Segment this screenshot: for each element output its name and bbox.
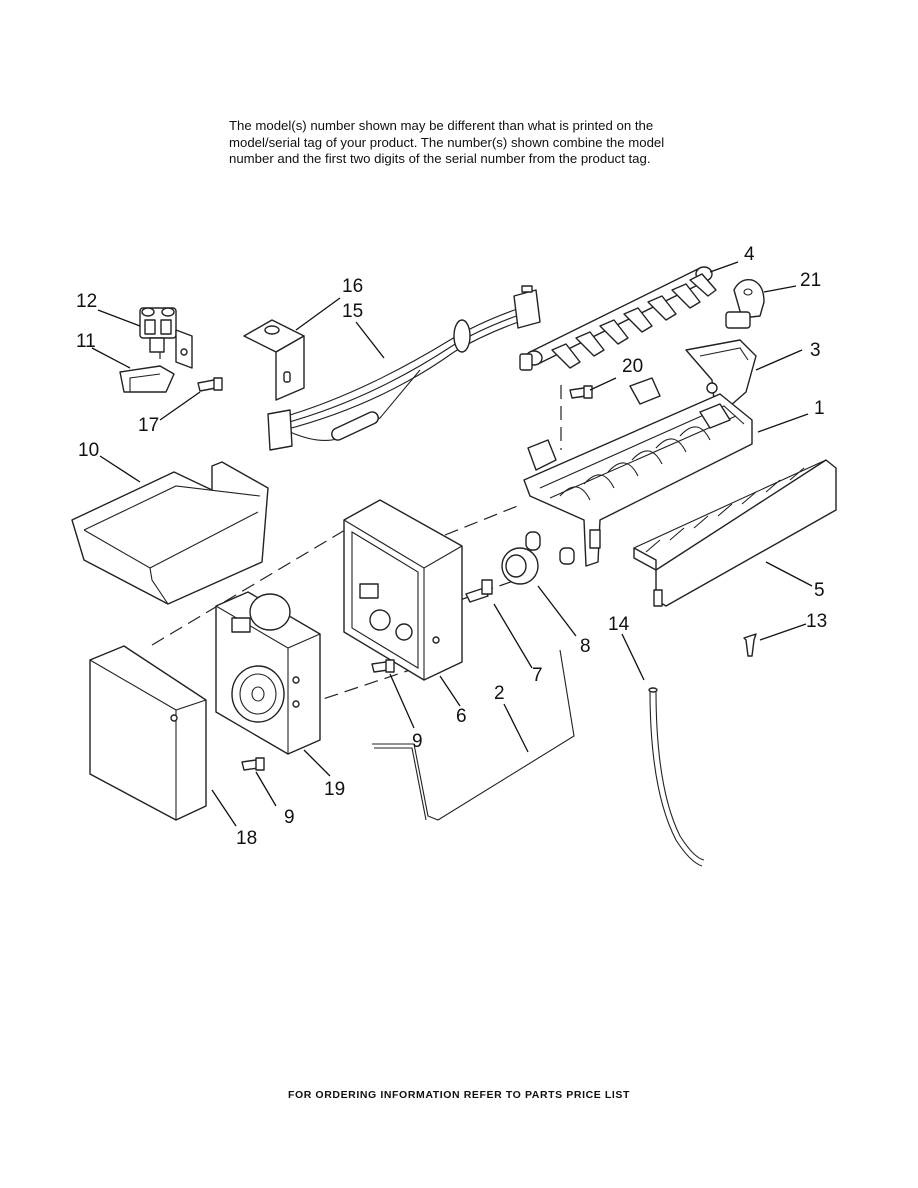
- cap-21-part: [725, 279, 765, 329]
- ejector-part: [519, 266, 717, 371]
- model-number-note: The model(s) number shown may be differe…: [229, 118, 709, 168]
- stripper-5-part: [633, 459, 837, 607]
- switch-7-part: [465, 579, 493, 603]
- callout-10: 10: [78, 440, 99, 461]
- callout-7: 7: [532, 665, 543, 686]
- callout-9b: 9: [284, 807, 295, 828]
- cover-3-part: [685, 339, 757, 407]
- valve-bracket-part: [119, 365, 175, 393]
- callout-12: 12: [76, 291, 97, 312]
- callout-6: 6: [456, 706, 467, 727]
- wire-harness-part: [267, 285, 541, 451]
- leader-lines: [91, 261, 813, 827]
- screw-9b-part: [241, 757, 265, 771]
- pin-13-part: [743, 633, 757, 657]
- note-line-2: model/serial tag of your product. The nu…: [229, 134, 665, 150]
- harness-bracket-part: [243, 319, 305, 401]
- callout-20: 20: [622, 356, 643, 377]
- water-valve-part: [139, 307, 193, 369]
- control-housing-6-part: [343, 499, 463, 681]
- callout-18: 18: [236, 828, 257, 849]
- callout-11: 11: [76, 331, 96, 352]
- callout-14: 14: [608, 614, 630, 635]
- callout-21: 21: [800, 270, 821, 291]
- screw-17-part: [197, 377, 223, 392]
- note-line-3: number and the first two digits of the s…: [229, 151, 651, 167]
- motor-8-part: [501, 531, 575, 585]
- callout-13: 13: [806, 611, 827, 632]
- ordering-footer: FOR ORDERING INFORMATION REFER TO PARTS …: [287, 1089, 631, 1101]
- callout-5: 5: [814, 580, 825, 601]
- front-cover-18-part: [89, 645, 207, 821]
- callout-numbers: 12 11 17 16 15 4 21 3 20 1 10 5 13 14 8 …: [76, 244, 827, 849]
- ice-mold-part: [523, 377, 753, 567]
- callout-2: 2: [494, 683, 505, 704]
- screw-9a-part: [371, 659, 395, 673]
- callout-16: 16: [342, 276, 363, 297]
- fill-tube-14-part: [648, 687, 705, 867]
- shutoff-arm-2-part: [372, 649, 575, 821]
- callout-4: 4: [744, 244, 755, 265]
- callout-19: 19: [324, 779, 345, 800]
- note-line-1: The model(s) number shown may be differe…: [229, 118, 654, 133]
- ice-bin-part: [71, 461, 269, 605]
- screw-20-part: [569, 385, 593, 399]
- callout-8: 8: [580, 636, 591, 657]
- callout-9a: 9: [412, 731, 423, 752]
- callout-3: 3: [810, 340, 821, 361]
- callout-1: 1: [814, 398, 825, 419]
- module-19-part: [215, 591, 321, 755]
- callout-15: 15: [342, 301, 363, 322]
- callout-17: 17: [138, 415, 159, 436]
